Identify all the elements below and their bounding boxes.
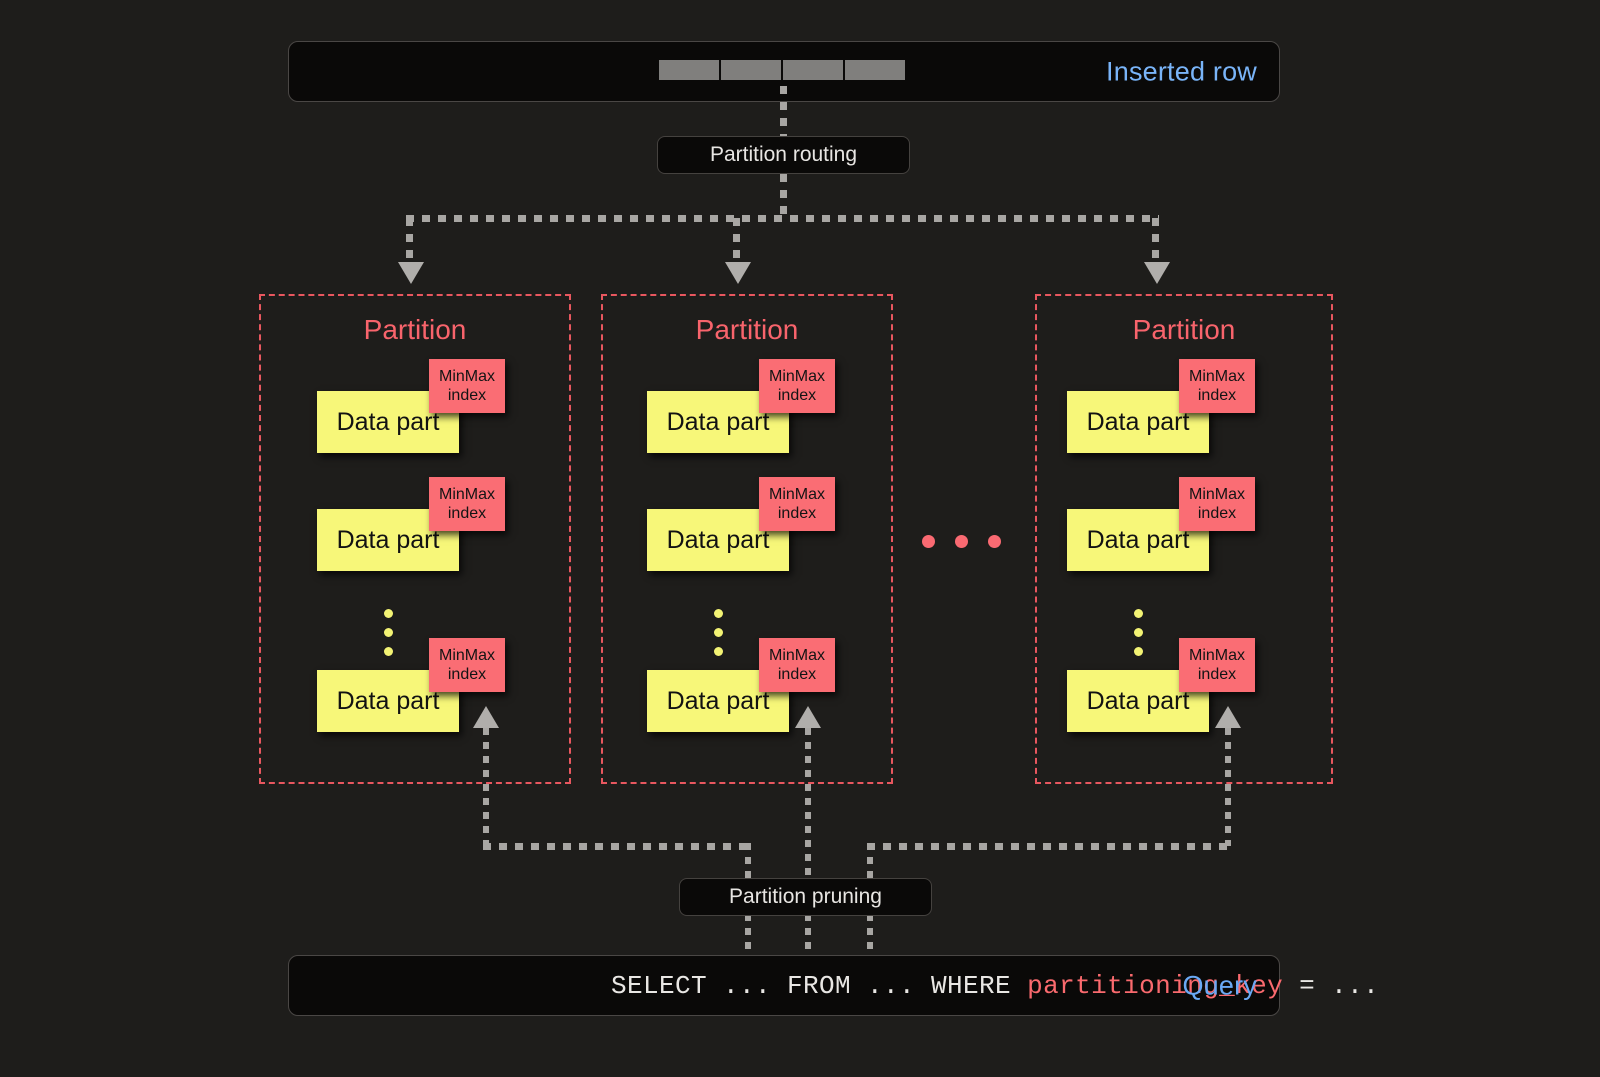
partition-box-3: Partition MinMax index Data part MinMax … xyxy=(1035,294,1333,784)
minmax-index-line1: MinMax xyxy=(438,485,495,503)
minmax-index-line1: MinMax xyxy=(438,367,495,385)
connector-bus-to-partition-2 xyxy=(733,218,740,266)
connector-bus-to-partition-3 xyxy=(1152,218,1159,266)
minmax-index-line2: index xyxy=(447,387,487,404)
ellipsis-dot xyxy=(384,628,393,637)
ellipsis-dot xyxy=(384,609,393,618)
connector-routing-to-bus xyxy=(780,174,787,218)
minmax-index-line2: index xyxy=(777,387,817,404)
arrow-down-partition-3 xyxy=(1144,262,1170,284)
connector-partition-2-to-pruning xyxy=(805,728,811,880)
connector-partition-3-to-bus xyxy=(1225,728,1231,846)
connector-distribution-bus xyxy=(406,215,1159,222)
minmax-index-line2: index xyxy=(447,505,487,522)
minmax-index-box: MinMax index xyxy=(429,359,505,413)
minmax-index-line1: MinMax xyxy=(1188,646,1245,664)
row-cell xyxy=(783,60,843,80)
arrow-up-partition-3 xyxy=(1215,706,1241,728)
minmax-index-line1: MinMax xyxy=(1188,485,1245,503)
query-prefix: SELECT ... FROM ... WHERE xyxy=(611,970,1028,1001)
partition-box-2: Partition MinMax index Data part MinMax … xyxy=(601,294,893,784)
connector-left-bus-to-pruning xyxy=(745,843,751,881)
arrow-up-partition-1 xyxy=(473,706,499,728)
minmax-index-box: MinMax index xyxy=(429,638,505,692)
partition-title: Partition xyxy=(695,314,799,345)
partition-title: Partition xyxy=(1132,314,1236,345)
query-text: SELECT ... FROM ... WHERE partitioning_k… xyxy=(611,971,1379,1001)
inserted-row-cells xyxy=(659,60,905,80)
connector-row-to-routing xyxy=(780,86,787,138)
arrow-down-partition-1 xyxy=(398,262,424,284)
partition-routing-label: Partition routing xyxy=(709,143,858,166)
ellipsis-dot xyxy=(714,647,723,656)
minmax-index-box: MinMax index xyxy=(429,477,505,531)
minmax-index-line2: index xyxy=(1197,387,1237,404)
row-cell xyxy=(659,60,719,80)
ellipsis-dot xyxy=(384,647,393,656)
minmax-index-line1: MinMax xyxy=(768,485,825,503)
query-label: Query xyxy=(1182,970,1257,1000)
minmax-index-box: MinMax index xyxy=(1179,477,1255,531)
data-part-ellipsis xyxy=(384,609,393,656)
minmax-index-line2: index xyxy=(777,505,817,522)
query-suffix: = ... xyxy=(1283,970,1380,1001)
connector-partition-1-to-bus xyxy=(483,728,489,846)
partition-routing-node: Partition routing xyxy=(657,136,910,174)
partition-pruning-node: Partition pruning xyxy=(679,878,932,916)
connector-pruning-to-query-left xyxy=(745,914,751,956)
minmax-index-line2: index xyxy=(1197,505,1237,522)
minmax-index-line1: MinMax xyxy=(438,646,495,664)
data-part-box: Data part xyxy=(647,670,789,732)
minmax-index-line2: index xyxy=(447,666,487,683)
minmax-index-box: MinMax index xyxy=(759,359,835,413)
connector-bus-to-partition-1 xyxy=(406,218,413,266)
ellipsis-dot xyxy=(955,535,968,548)
connector-bus-left xyxy=(483,843,751,850)
data-part-box: Data part xyxy=(647,391,789,453)
minmax-index-line2: index xyxy=(1197,666,1237,683)
row-cell xyxy=(845,60,905,80)
ellipsis-dot xyxy=(1134,609,1143,618)
partition-title: Partition xyxy=(363,314,467,345)
minmax-index-box: MinMax index xyxy=(1179,638,1255,692)
data-part-box: Data part xyxy=(317,509,459,571)
arrow-up-partition-2 xyxy=(795,706,821,728)
data-part-ellipsis xyxy=(714,609,723,656)
connector-pruning-to-query-mid xyxy=(805,914,811,956)
minmax-index-line1: MinMax xyxy=(768,646,825,664)
data-part-box: Data part xyxy=(317,670,459,732)
ellipsis-dot xyxy=(922,535,935,548)
connector-right-bus-to-pruning xyxy=(867,843,873,881)
query-keyword: partitioning_key xyxy=(1027,970,1284,1001)
data-part-ellipsis xyxy=(1134,609,1143,656)
ellipsis-dot xyxy=(714,609,723,618)
minmax-index-box: MinMax index xyxy=(759,638,835,692)
ellipsis-dot xyxy=(1134,628,1143,637)
partition-box-1: Partition MinMax index Data part MinMax … xyxy=(259,294,571,784)
ellipsis-dot xyxy=(988,535,1001,548)
query-bar: SELECT ... FROM ... WHERE partitioning_k… xyxy=(288,955,1379,1016)
minmax-index-box: MinMax index xyxy=(759,477,835,531)
ellipsis-dot xyxy=(1134,647,1143,656)
connector-bus-right xyxy=(867,843,1231,850)
row-cell xyxy=(721,60,781,80)
minmax-index-line1: MinMax xyxy=(768,367,825,385)
partition-ellipsis xyxy=(922,535,1001,548)
minmax-index-line1: MinMax xyxy=(1188,367,1245,385)
connector-pruning-to-query-right xyxy=(867,914,873,956)
minmax-index-line2: index xyxy=(777,666,817,683)
ellipsis-dot xyxy=(714,628,723,637)
minmax-index-box: MinMax index xyxy=(1179,359,1255,413)
arrow-down-partition-2 xyxy=(725,262,751,284)
partition-pruning-label: Partition pruning xyxy=(729,885,882,908)
inserted-row-label: Inserted row xyxy=(1106,56,1257,86)
